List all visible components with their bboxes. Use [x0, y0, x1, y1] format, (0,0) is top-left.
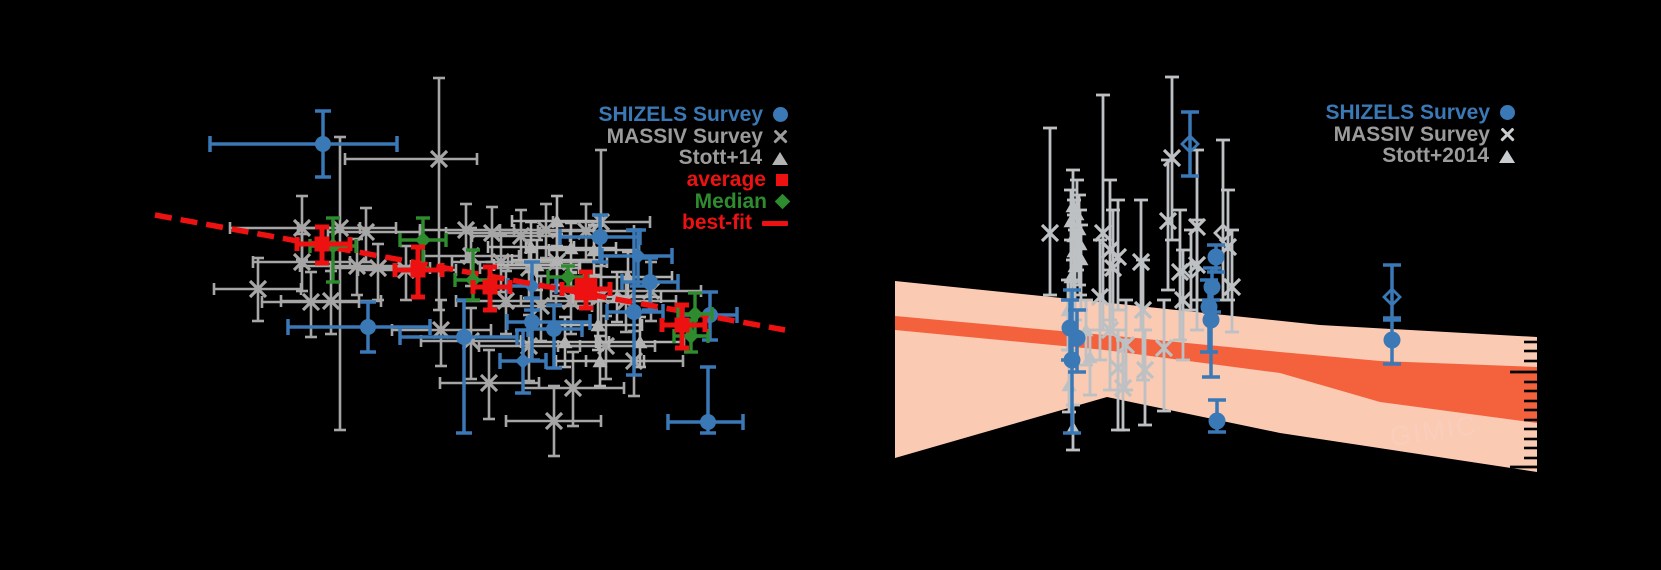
legend-item-median: Median	[694, 189, 791, 213]
circle-icon	[1500, 105, 1515, 121]
right-legend: SHIZELS Survey MASSIV Survey Stott+2014	[1325, 102, 1515, 167]
legend-label: SHIZELS Survey	[598, 103, 763, 126]
legend-item-stott2014: Stott+2014	[1382, 145, 1515, 167]
legend-label: MASSIV Survey	[1333, 122, 1490, 146]
legend-label: Stott+14	[678, 146, 762, 170]
legend-label: SHIZELS Survey	[1325, 101, 1490, 124]
legend-item-massiv: MASSIV Survey	[1333, 122, 1515, 146]
legend-item-stott14: Stott+14	[679, 147, 788, 169]
legend-item-average: average	[687, 169, 788, 191]
cross-marker-icon	[1500, 127, 1515, 142]
legend-label: Stott+2014	[1382, 144, 1489, 168]
legend-item-shizels: SHIZELS Survey	[1325, 102, 1515, 124]
legend-label: best-fit	[682, 211, 752, 235]
legend-item-shizels: SHIZELS Survey	[598, 104, 788, 126]
square-icon	[776, 173, 788, 186]
legend-item-massiv: MASSIV Survey	[606, 124, 788, 148]
diamond-icon	[774, 193, 791, 210]
cross-marker-icon	[773, 129, 788, 144]
legend-label: average	[686, 168, 766, 192]
dash-line-icon	[762, 220, 788, 226]
legend-item-bestfit: best-fit	[682, 212, 788, 234]
left-legend: SHIZELS Survey MASSIV Survey Stott+14 av…	[598, 104, 791, 234]
circle-icon	[773, 107, 788, 123]
triangle-icon	[772, 151, 788, 165]
triangle-icon	[1499, 149, 1515, 163]
legend-label: Median	[694, 189, 767, 213]
legend-label: MASSIV Survey	[606, 124, 763, 148]
